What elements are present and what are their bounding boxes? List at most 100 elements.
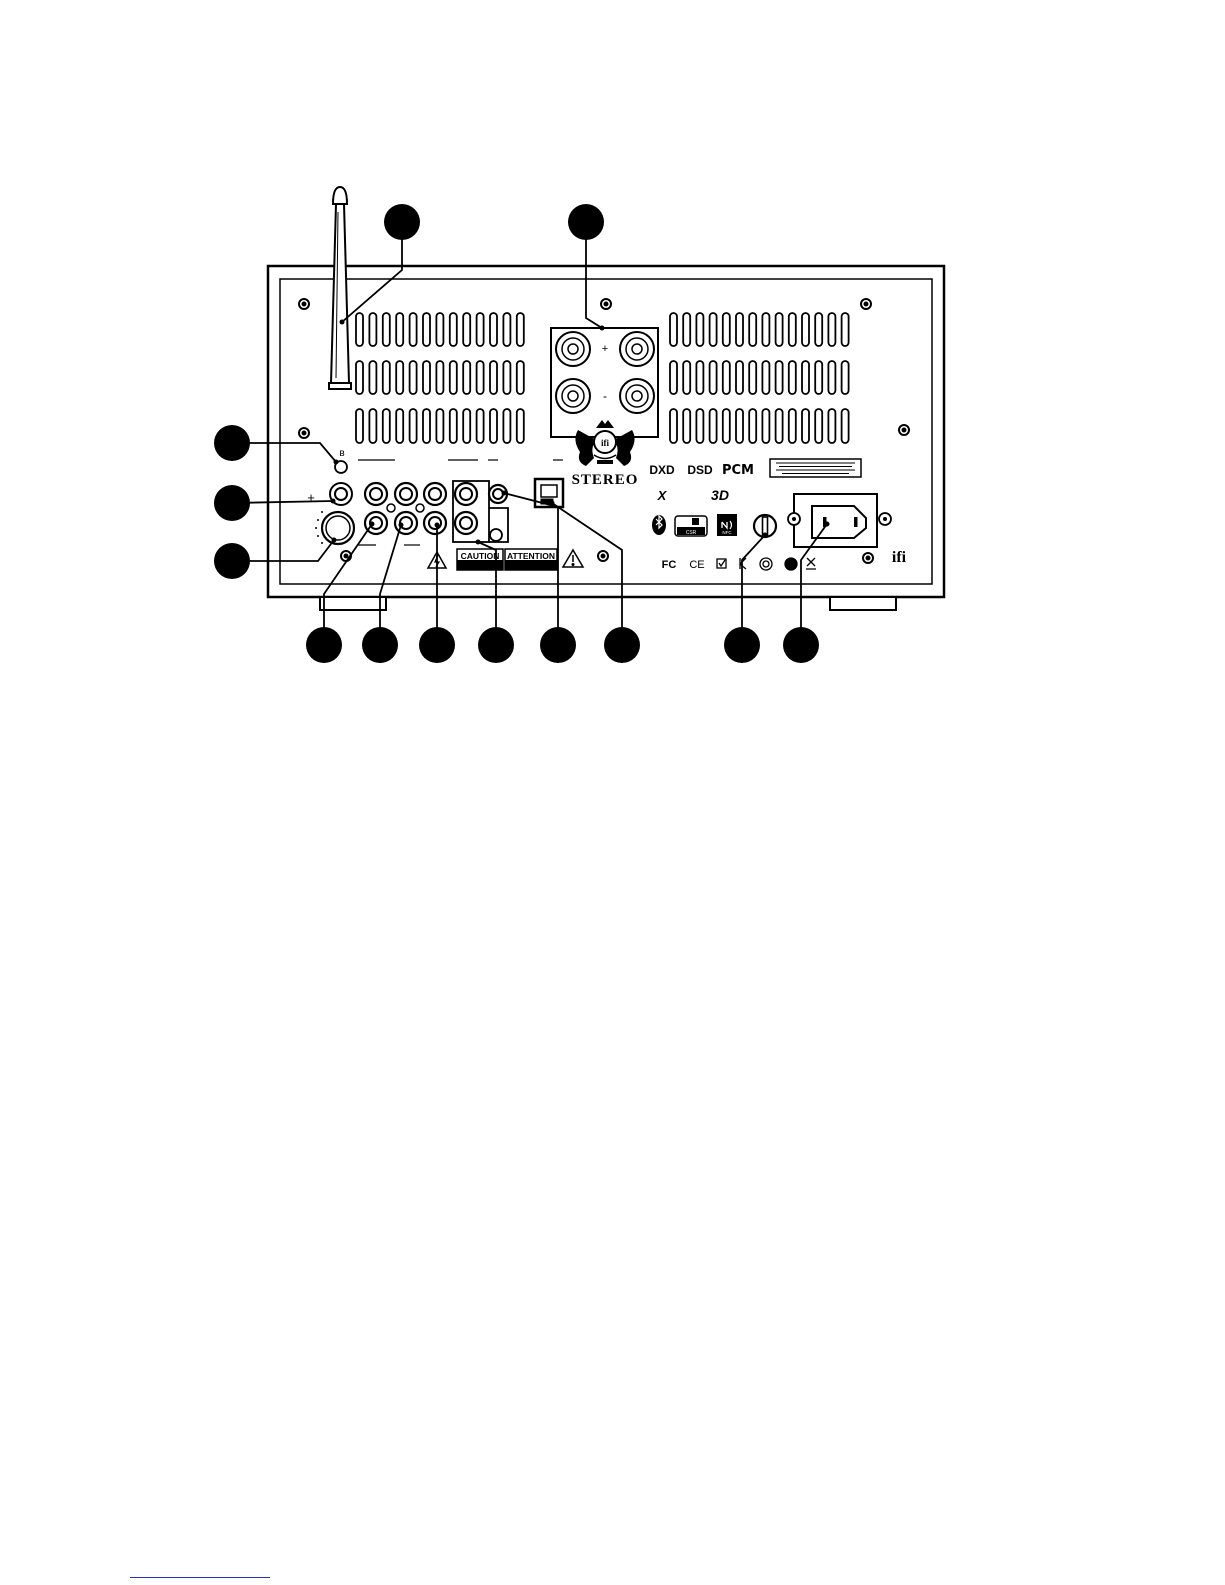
vent-slot — [477, 409, 484, 443]
callout-marker — [214, 485, 250, 521]
vent-slot — [736, 361, 743, 394]
rca-jack[interactable] — [455, 512, 477, 534]
vent-slot — [436, 409, 443, 443]
vent-slot — [762, 361, 769, 394]
attention-text: ATTENTION — [507, 551, 555, 561]
footnote-rule — [130, 1577, 270, 1578]
vent-slot — [670, 361, 677, 394]
vent-slot — [789, 409, 796, 443]
vent-slot — [789, 361, 796, 394]
callout-marker — [568, 204, 604, 240]
vent-slot — [842, 361, 849, 394]
antenna-shaft — [331, 204, 349, 383]
vent-slot — [383, 409, 390, 443]
vent-slot — [356, 361, 363, 394]
callout-marker — [214, 543, 250, 579]
vent-slot — [463, 409, 470, 443]
rca-jack[interactable] — [395, 483, 417, 505]
vent-slot — [450, 409, 457, 443]
vent-slot — [842, 313, 849, 346]
vent-slot — [828, 313, 835, 346]
vent-slot — [710, 409, 717, 443]
notice-label — [770, 459, 861, 477]
jack-screw — [387, 504, 395, 512]
vent-slot — [436, 313, 443, 346]
vent-slot — [490, 313, 497, 346]
vent-slot — [776, 361, 783, 394]
screw — [899, 425, 909, 435]
callout-pointer — [550, 501, 555, 506]
brand-logo: ifi — [892, 549, 907, 566]
rca-jack[interactable] — [424, 483, 446, 505]
vent-slot — [383, 313, 390, 346]
rca-jack[interactable] — [424, 512, 446, 534]
vent-slot — [396, 361, 403, 394]
terminal-minus-mark: - — [603, 389, 607, 403]
callout-marker — [384, 204, 420, 240]
badge-3d: 3D — [711, 487, 729, 503]
binding-post — [556, 332, 590, 366]
vent-slot — [356, 409, 363, 443]
vent-slot — [683, 409, 690, 443]
nfc-text: NFC — [722, 530, 732, 535]
vent-slot — [815, 409, 822, 443]
ac-power-inlet[interactable] — [788, 494, 891, 547]
callout-pointer — [334, 460, 339, 465]
screw — [601, 299, 611, 309]
vent-slot — [410, 361, 417, 394]
rca-jack[interactable] — [455, 483, 477, 505]
vent-slot — [683, 361, 690, 394]
vent-slot — [423, 313, 430, 346]
vent-slot — [356, 313, 363, 346]
sub-out-jack[interactable] — [490, 529, 502, 541]
vent-slot — [710, 313, 717, 346]
vent-slot — [670, 313, 677, 346]
jack-screw — [416, 504, 424, 512]
rca-jack[interactable] — [365, 483, 387, 505]
callout-pointer — [332, 538, 337, 543]
callout-leader — [552, 503, 622, 645]
vent-slot — [736, 409, 743, 443]
stereo-logo: STEREO — [572, 472, 639, 488]
vent-slot — [423, 361, 430, 394]
rca-jack[interactable] — [395, 512, 417, 534]
vent-slot — [477, 361, 484, 394]
callout-pointer — [600, 326, 605, 331]
vent-slot — [436, 361, 443, 394]
vent-slot — [828, 409, 835, 443]
bluetooth-icon — [652, 515, 666, 535]
foot-left — [320, 597, 386, 610]
vent-slot — [450, 361, 457, 394]
vent-slot — [802, 361, 809, 394]
cert-ccc-icon — [760, 558, 772, 570]
volume-knob[interactable] — [322, 512, 354, 544]
callout-marker — [540, 627, 576, 663]
caution-text: CAUTION — [461, 551, 500, 561]
vent-slot — [815, 313, 822, 346]
format-badge-pcm: PCM — [722, 463, 754, 478]
screw — [598, 551, 608, 561]
callout-pointer — [763, 533, 768, 538]
cert-ce: CE — [689, 559, 704, 571]
vent-slot — [828, 361, 835, 394]
badge-x: X — [657, 488, 668, 503]
vent-slot — [696, 361, 703, 394]
vent-slot — [517, 313, 524, 346]
callout-marker — [783, 627, 819, 663]
plus-mark-left: + — [307, 490, 315, 505]
callout-marker — [306, 627, 342, 663]
vent-slot — [490, 361, 497, 394]
vent-slot — [396, 313, 403, 346]
vent-slot — [423, 409, 430, 443]
vent-slot — [789, 313, 796, 346]
antenna-tip — [333, 187, 347, 204]
vent-slot — [463, 313, 470, 346]
cert-c-tick-icon — [785, 558, 797, 570]
screw — [863, 553, 873, 563]
screw — [861, 299, 871, 309]
vent-slot — [723, 313, 730, 346]
callout-marker — [362, 627, 398, 663]
format-badge-dsd: DSD — [687, 463, 713, 477]
vent-slot — [503, 409, 510, 443]
callout-marker — [214, 425, 250, 461]
